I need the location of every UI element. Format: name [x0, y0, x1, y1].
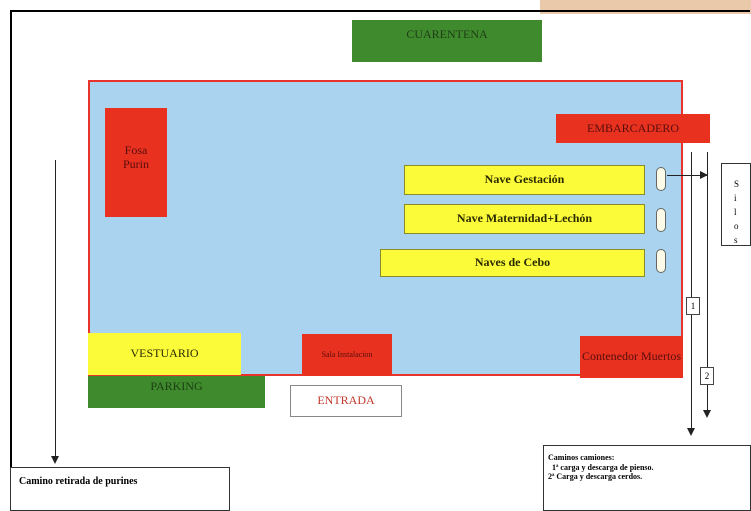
embarcadero-box: EMBARCADERO: [556, 114, 710, 143]
entrada-box: ENTRADA: [290, 385, 402, 417]
vestuario-label: VESTUARIO: [130, 346, 199, 361]
caminos-camiones-item-2: 2ª Carga y descarga cerdos.: [548, 472, 643, 482]
contenedor-muertos-label: Contenedor Muertos: [582, 349, 681, 364]
cuarentena-box: CUARENTENA: [352, 20, 542, 62]
cuarentena-label: CUARENTENA: [406, 27, 488, 41]
route-inner-arrow: [703, 410, 711, 418]
silo-3: [656, 249, 666, 273]
caminos-camiones-box: Caminos camiones: 1ª carga y descarga de…: [543, 445, 751, 511]
fosa-purin-label: Fosa Purin: [122, 143, 149, 171]
silo-1: [656, 167, 666, 191]
entrada-label: ENTRADA: [317, 393, 375, 408]
route-line-outer: [691, 152, 692, 430]
parking-box: PARKING: [88, 376, 265, 408]
nave-gestacion-label: Nave Gestación: [484, 172, 565, 187]
silos-side-box: S i l o s: [721, 163, 751, 246]
caminos-camiones-title: Caminos camiones:: [548, 453, 615, 462]
silo-connector-arrow: [700, 171, 708, 179]
camino-retirada-label: Camino retirada de purines: [19, 476, 138, 487]
naves-cebo-box: Naves de Cebo: [380, 249, 645, 277]
route-2-marker: 2: [700, 367, 714, 385]
route-line-inner: [707, 152, 708, 412]
purines-path-line: [55, 160, 56, 458]
diagram-frame: [10, 10, 750, 510]
nave-maternidad-box: Nave Maternidad+Lechón: [404, 204, 645, 234]
parking-label: PARKING: [150, 379, 203, 393]
nave-maternidad-label: Nave Maternidad+Lechón: [456, 211, 593, 226]
contenedor-muertos-box: Contenedor Muertos: [580, 336, 683, 378]
silos-side-label: S i l o s: [734, 178, 740, 245]
silo-2: [656, 208, 666, 232]
sala-instalaciones-box: Sala Instalacion: [302, 334, 392, 376]
purines-path-arrow: [51, 456, 59, 464]
fosa-purin-box: Fosa Purin: [105, 108, 167, 217]
embarcadero-label: EMBARCADERO: [586, 120, 679, 135]
caminos-camiones-item-1: 1ª carga y descarga de pienso.: [552, 462, 654, 472]
route-outer-arrow: [687, 428, 695, 436]
nave-gestacion-box: Nave Gestación: [404, 165, 645, 195]
naves-cebo-label: Naves de Cebo: [474, 255, 551, 270]
vestuario-box: VESTUARIO: [88, 333, 241, 375]
route-1-marker: 1: [686, 297, 700, 315]
sala-instalaciones-label: Sala Instalacion: [321, 349, 373, 359]
route-2-label: 2: [704, 371, 710, 381]
camino-retirada-box: Camino retirada de purines: [10, 467, 230, 511]
route-1-label: 1: [690, 301, 696, 311]
silo-connector-line: [667, 175, 707, 176]
